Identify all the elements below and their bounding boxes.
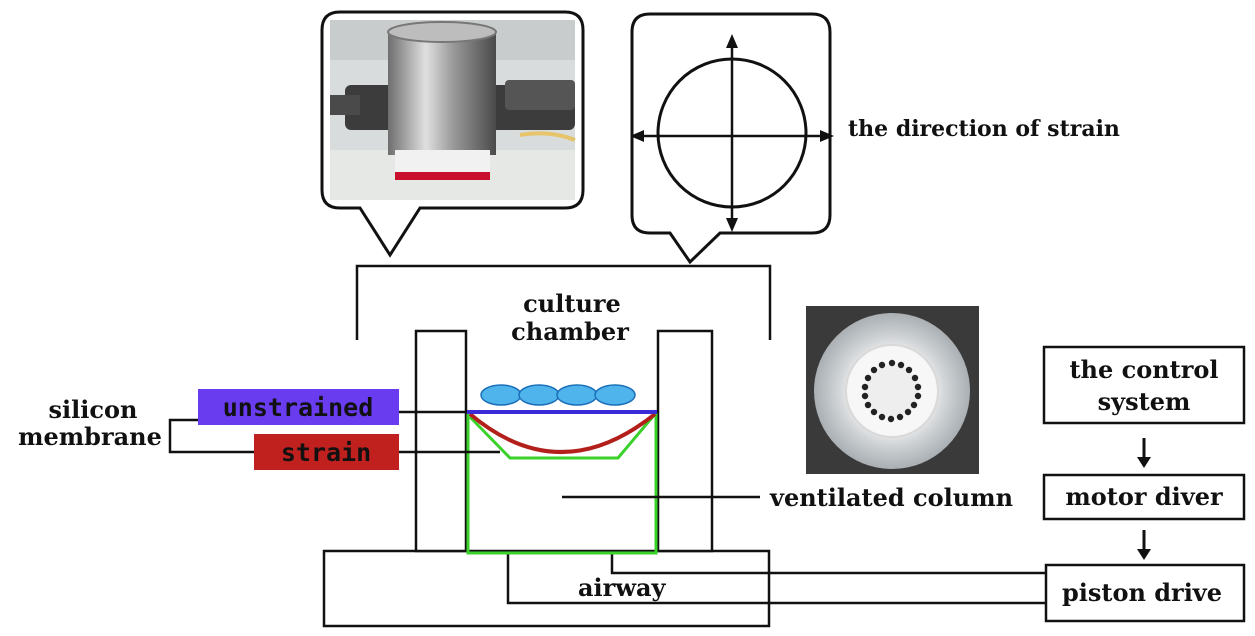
direction-of-strain-label: the direction of strain	[848, 116, 1120, 142]
airway-lower-line	[506, 551, 1046, 605]
control-system-box	[1042, 345, 1246, 425]
chamber-label: chamber	[511, 317, 629, 346]
control-system-label-line1: the control	[1069, 355, 1218, 384]
strain-label: strain	[281, 438, 371, 467]
membrane-bracket	[168, 418, 256, 454]
arrow-down-icon	[1137, 549, 1151, 560]
photo-membrane-top-view-icon	[806, 306, 979, 474]
membrane-label: membrane	[18, 422, 162, 451]
motor-diver-box	[1042, 473, 1246, 521]
photo-chamber-device-icon	[330, 20, 576, 200]
culture-label: culture	[523, 289, 621, 318]
strained-membrane	[468, 412, 657, 454]
strain-direction-callout	[630, 12, 834, 265]
base-block	[322, 549, 771, 628]
photo-callout	[320, 10, 585, 258]
control-system-label-line2: system	[1098, 387, 1191, 416]
arrow-down-icon	[726, 218, 738, 232]
ventilated-column-outline	[466, 413, 658, 555]
arrow-left-icon	[630, 130, 644, 142]
left-wall	[414, 329, 468, 553]
piston-drive-box	[1044, 563, 1246, 623]
arrow-right-icon	[820, 130, 834, 142]
ventilated-column-label: ventilated column	[769, 483, 1013, 512]
unstrained-box	[198, 389, 399, 425]
airway-label: airway	[578, 573, 667, 602]
airway-upper-line	[610, 551, 1046, 575]
cells-icon	[480, 384, 636, 406]
right-wall	[656, 329, 714, 553]
strained-membrane-outline	[468, 413, 657, 460]
arrow-up-icon	[726, 34, 738, 48]
strain-box	[254, 434, 399, 470]
unstrained-label: unstrained	[223, 393, 374, 422]
motor-diver-label: motor diver	[1065, 482, 1223, 511]
piston-drive-label: piston drive	[1062, 578, 1222, 607]
arrow-down-icon	[1137, 457, 1151, 468]
callout-bracket	[355, 264, 772, 340]
silicon-label: silicon	[49, 395, 138, 424]
